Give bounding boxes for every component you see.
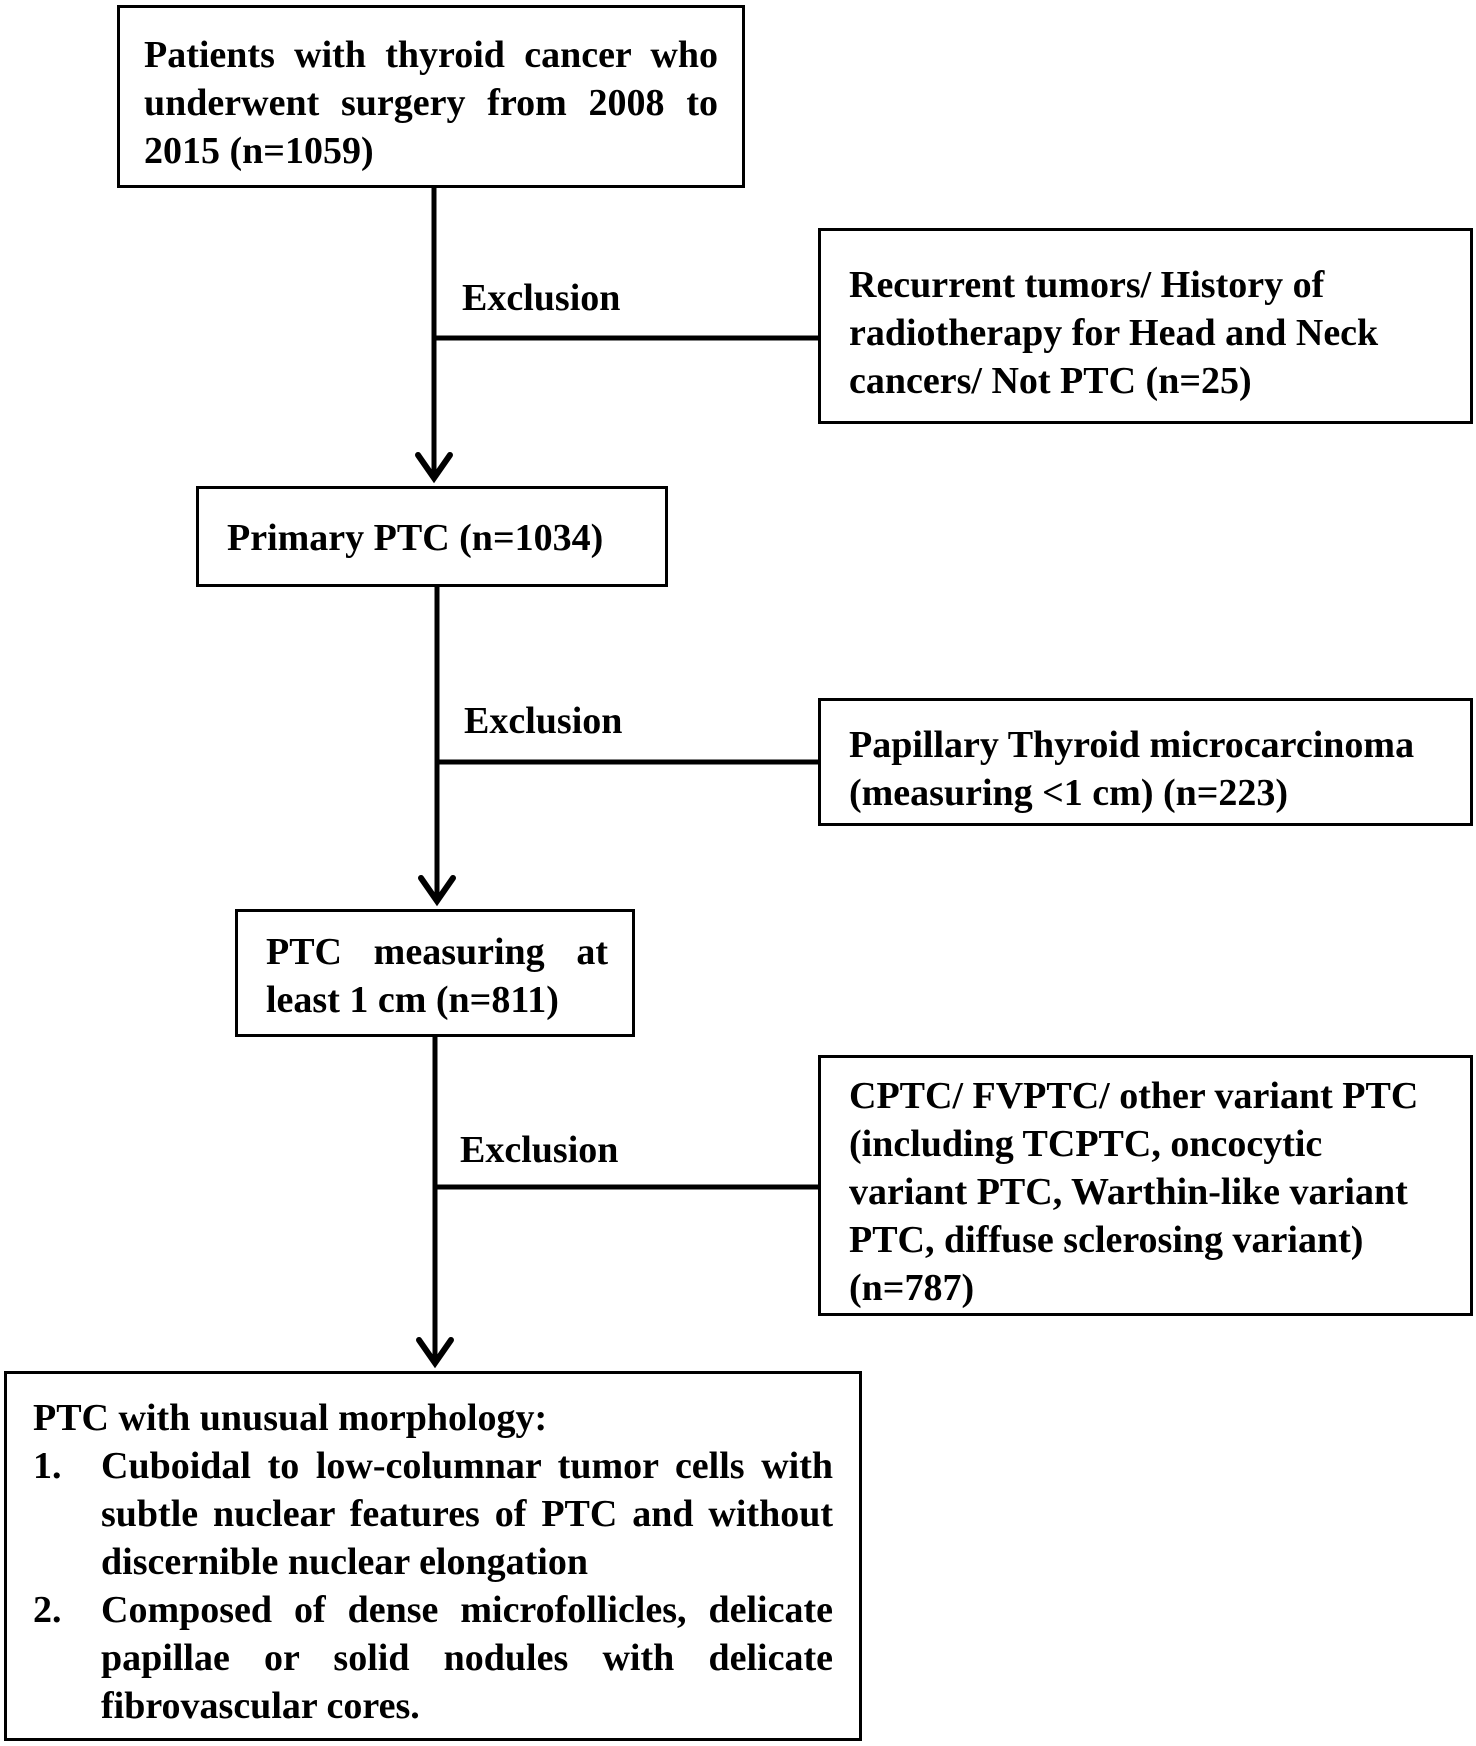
start-line-1: Patients with thyroid cancer who: [144, 34, 718, 76]
start-line-3: 2015 (n=1059): [144, 130, 374, 172]
arrowhead-final: [416, 1337, 454, 1369]
ptc1cm-line-2: least 1 cm (n=811): [266, 979, 559, 1021]
criteria-list: 1. Cuboidal to low-columnar tumor cells …: [33, 1442, 833, 1730]
excl3-line-1: CPTC/ FVPTC/ other variant PTC: [849, 1075, 1419, 1117]
exclusion-label-3: Exclusion: [460, 1129, 619, 1171]
exclusion-box-3: CPTC/ FVPTC/ other variant PTC (includin…: [818, 1055, 1473, 1316]
criterion-text-1: Cuboidal to low-columnar tumor cells wit…: [101, 1445, 833, 1583]
ptc1cm-line-1: PTC measuring at: [266, 931, 608, 973]
start-line-2: underwent surgery from 2008 to: [144, 82, 718, 124]
exclusion-label-1: Exclusion: [462, 277, 621, 319]
criterion-item-2: 2. Composed of dense microfollicles, del…: [33, 1586, 833, 1730]
exclusion-label-2: Exclusion: [464, 700, 623, 742]
criterion-number-1: 1.: [33, 1445, 62, 1487]
excl3-line-5: (n=787): [849, 1267, 975, 1309]
ptc-1cm-box: PTC measuring at least 1 cm (n=811): [235, 909, 635, 1037]
exclusion-box-1: Recurrent tumors/ History of radiotherap…: [818, 228, 1473, 424]
final-title: PTC with unusual morphology:: [33, 1397, 548, 1439]
arrowhead-ptc1cm: [418, 875, 456, 907]
final-box: PTC with unusual morphology: 1. Cuboidal…: [4, 1371, 862, 1741]
criterion-item-1: 1. Cuboidal to low-columnar tumor cells …: [33, 1442, 833, 1586]
exclusion-box-2: Papillary Thyroid microcarcinoma (measur…: [818, 698, 1473, 826]
excl3-line-4: PTC, diffuse sclerosing variant): [849, 1219, 1364, 1261]
primary-ptc-box: Primary PTC (n=1034): [196, 486, 668, 587]
start-box: Patients with thyroid cancer who underwe…: [117, 5, 745, 188]
excl2-line-2: (measuring <1 cm) (n=223): [849, 772, 1289, 814]
excl3-line-2: (including TCPTC, oncocytic: [849, 1123, 1323, 1165]
excl1-line-1: Recurrent tumors/ History of: [849, 264, 1325, 306]
excl3-line-3: variant PTC, Warthin-like variant: [849, 1171, 1408, 1213]
excl1-line-3: cancers/ Not PTC (n=25): [849, 360, 1252, 402]
criterion-text-2: Composed of dense microfollicles, delica…: [101, 1589, 833, 1727]
excl1-line-2: radiotherapy for Head and Neck: [849, 312, 1379, 354]
criterion-number-2: 2.: [33, 1589, 62, 1631]
excl2-line-1: Papillary Thyroid microcarcinoma: [849, 724, 1415, 766]
arrowhead-primary: [415, 452, 453, 484]
primary-ptc-text: Primary PTC (n=1034): [227, 517, 604, 559]
